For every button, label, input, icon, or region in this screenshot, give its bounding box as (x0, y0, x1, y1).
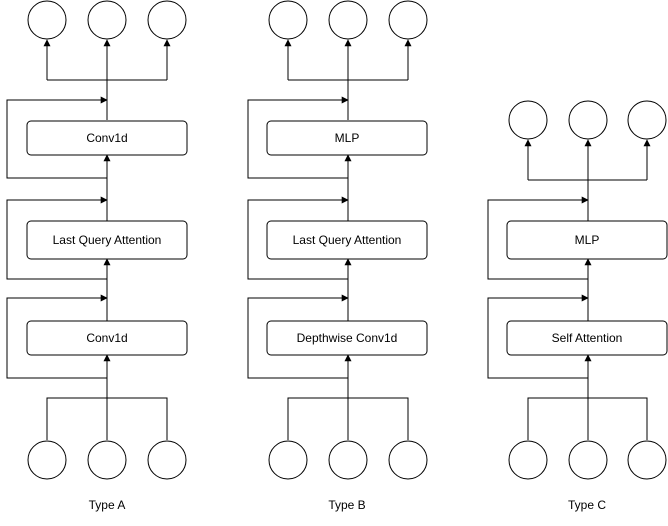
output-node (328, 0, 368, 40)
layer-box: Conv1d (26, 120, 188, 156)
layer-box: Conv1d (26, 320, 188, 356)
layer-box: MLP (506, 220, 668, 260)
column-caption: Type A (89, 498, 126, 512)
input-node (627, 440, 667, 480)
column-type-b: MLP Last Query Attention Depthwise Conv1… (247, 0, 428, 512)
layer-label: Self Attention (552, 331, 623, 345)
input-node (27, 440, 67, 480)
output-node (627, 100, 667, 140)
layer-box: Depthwise Conv1d (266, 320, 428, 356)
column-type-a: Conv1d Last Query Attention Conv1d Type … (6, 0, 188, 512)
input-fanin (527, 397, 648, 440)
layer-box: MLP (266, 120, 428, 156)
residual-connection (247, 96, 349, 179)
layer-box: Last Query Attention (26, 220, 188, 260)
layer-label: Last Query Attention (293, 233, 402, 247)
residual-connection (6, 294, 108, 379)
column-type-c: MLP Self Attention Type C (487, 100, 668, 512)
layer-box: Self Attention (506, 320, 668, 356)
residual-connection (487, 294, 589, 379)
output-node (27, 0, 67, 40)
input-node (147, 440, 187, 480)
output-node (268, 0, 308, 40)
input-node (508, 440, 548, 480)
output-node (508, 100, 548, 140)
input-node (268, 440, 308, 480)
input-node (388, 440, 428, 480)
layer-label: Conv1d (86, 331, 127, 345)
input-node (328, 440, 368, 480)
input-node (568, 440, 608, 480)
output-node (147, 0, 187, 40)
residual-connection (247, 196, 349, 280)
output-node (388, 0, 428, 40)
output-node (87, 0, 127, 40)
layer-label: MLP (575, 233, 600, 247)
layer-box: Last Query Attention (266, 220, 428, 260)
residual-connection (247, 294, 349, 379)
input-fanin (287, 397, 409, 440)
column-caption: Type C (568, 498, 606, 512)
layer-label: Conv1d (86, 131, 127, 145)
input-node (87, 440, 127, 480)
residual-connection (6, 196, 108, 280)
residual-connection (6, 96, 108, 179)
input-fanin (46, 397, 168, 440)
layer-label: Last Query Attention (53, 233, 162, 247)
layer-label: MLP (335, 131, 360, 145)
layer-label: Depthwise Conv1d (297, 331, 398, 345)
residual-connection (487, 196, 589, 280)
column-caption: Type B (328, 498, 365, 512)
output-node (568, 100, 608, 140)
